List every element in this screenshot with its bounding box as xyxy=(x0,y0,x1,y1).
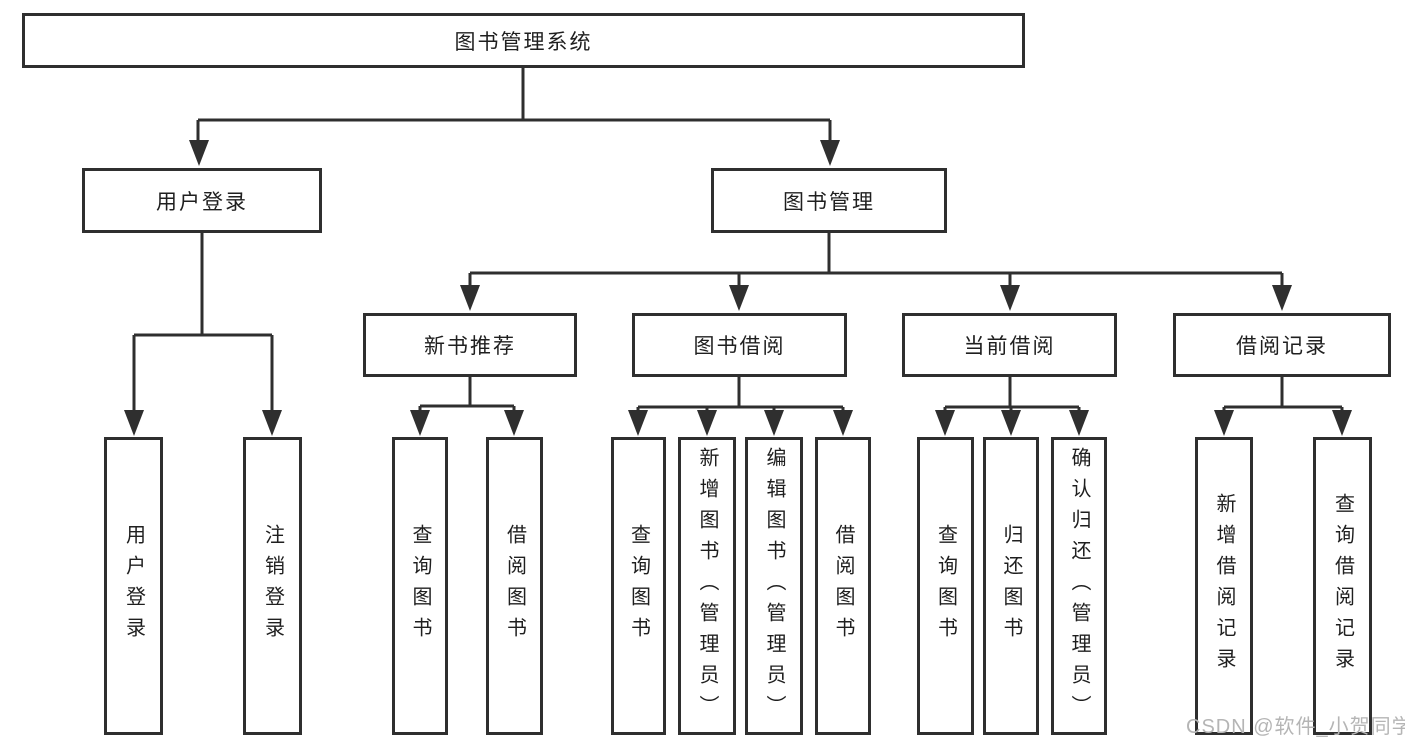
node-book-borrow-label: 图书借阅 xyxy=(693,335,786,358)
node-root-label: 图书管理系统 xyxy=(454,30,593,54)
leaf-borrow-query-books: 查询图书 xyxy=(611,437,666,735)
node-borrow-records-label: 借阅记录 xyxy=(1236,335,1328,358)
leaf-borrow-edit-books-admin: 编辑图书（管理员） xyxy=(745,437,803,735)
node-new-books-label: 新书推荐 xyxy=(424,335,516,358)
leaf-records-add-record-label: 新增借阅记录 xyxy=(1213,493,1235,679)
leaf-logout: 注销登录 xyxy=(243,437,302,735)
leaf-user-login-label: 用户登录 xyxy=(122,524,145,648)
arrowheads xyxy=(124,140,1352,436)
node-current-borrow: 当前借阅 xyxy=(902,313,1117,377)
node-book-mgmt-label: 图书管理 xyxy=(783,190,875,214)
leaf-borrow-query-books-label: 查询图书 xyxy=(627,524,650,648)
node-root: 图书管理系统 xyxy=(22,13,1025,68)
node-borrow-records: 借阅记录 xyxy=(1173,313,1391,377)
node-book-borrow: 图书借阅 xyxy=(632,313,847,377)
leaf-current-query-books-label: 查询图书 xyxy=(934,524,957,648)
leaf-borrow-borrow-books: 借阅图书 xyxy=(815,437,871,735)
leaf-records-add-record: 新增借阅记录 xyxy=(1195,437,1253,735)
leaf-current-query-books: 查询图书 xyxy=(917,437,974,735)
leaf-current-confirm-return-admin-label: 确认归还（管理员） xyxy=(1068,446,1090,726)
node-new-books: 新书推荐 xyxy=(363,313,577,377)
node-book-mgmt: 图书管理 xyxy=(711,168,947,233)
leaf-records-query-record: 查询借阅记录 xyxy=(1313,437,1372,735)
leaf-borrow-borrow-books-label: 借阅图书 xyxy=(832,524,854,648)
leaf-logout-label: 注销登录 xyxy=(261,524,284,648)
leaf-current-return-books: 归还图书 xyxy=(983,437,1039,735)
leaf-user-login: 用户登录 xyxy=(104,437,163,735)
csdn-watermark: CSDN @软件_小贺同学 xyxy=(1186,716,1405,738)
leaf-newbooks-query-books-label: 查询图书 xyxy=(409,524,431,648)
node-user-login: 用户登录 xyxy=(82,168,322,233)
leaf-newbooks-borrow-books-label: 借阅图书 xyxy=(503,524,526,648)
leaf-newbooks-borrow-books: 借阅图书 xyxy=(486,437,543,735)
leaf-borrow-edit-books-admin-label: 编辑图书（管理员） xyxy=(763,446,785,726)
leaf-current-confirm-return-admin: 确认归还（管理员） xyxy=(1051,437,1107,735)
leaf-borrow-add-books-admin-label: 新增图书（管理员） xyxy=(696,446,718,726)
leaf-current-return-books-label: 归还图书 xyxy=(1000,524,1022,648)
node-user-login-label: 用户登录 xyxy=(156,190,248,214)
leaf-records-query-record-label: 查询借阅记录 xyxy=(1331,493,1354,679)
leaf-borrow-add-books-admin: 新增图书（管理员） xyxy=(678,437,736,735)
node-current-borrow-label: 当前借阅 xyxy=(963,335,1056,358)
leaf-newbooks-query-books: 查询图书 xyxy=(392,437,448,735)
